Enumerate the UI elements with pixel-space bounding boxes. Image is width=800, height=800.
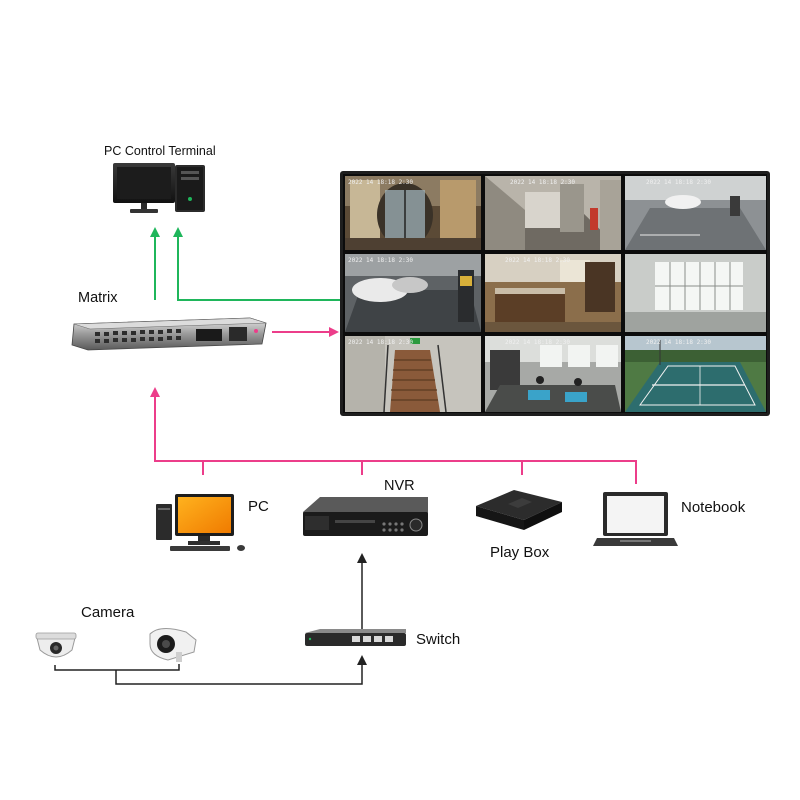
camera-feed-gym: 2022 14 18:18 2:30	[485, 336, 621, 412]
nvr-recorder-icon	[303, 497, 428, 536]
matrix: Matrix	[71, 290, 267, 351]
connection-lines	[54, 227, 637, 685]
desktop-pc-icon	[156, 494, 245, 551]
dome-camera-icon	[35, 632, 77, 658]
timestamp: 2022 14 18:18 2:30	[505, 257, 570, 264]
network-switch: Switch	[305, 629, 460, 648]
camera-feed-parking-kiosk: 2022 14 18:18 2:30	[345, 254, 481, 332]
camera-label: Camera	[81, 604, 135, 621]
pc-control-terminal-label: PC Control Terminal	[104, 144, 216, 158]
play-box-label: Play Box	[490, 544, 550, 561]
camera-feed-parking: 2022 14 18:18 2:30	[625, 176, 766, 250]
camera-feed-stairwell: 2022 14 18:18 2:30	[345, 336, 481, 413]
pc: PC	[156, 494, 269, 551]
pc-label: PC	[248, 498, 269, 515]
matrix-switcher-icon	[71, 317, 267, 351]
notebook: Notebook	[593, 492, 746, 546]
timestamp: 2022 14 18:18 2:30	[505, 339, 570, 346]
timestamp: 2022 14 18:18 2:30	[348, 339, 413, 346]
nvr: NVR	[303, 478, 428, 536]
bullet-camera-icon	[149, 628, 197, 662]
pc-control-terminal: PC Control Terminal	[104, 144, 216, 213]
switch-icon	[305, 629, 406, 646]
matrix-label: Matrix	[78, 290, 118, 306]
video-wall-to-control-link	[173, 227, 340, 301]
timestamp: 2022 14 18:18 2:30	[646, 179, 711, 186]
camera-feed-corridor: 2022 14 18:18 2:30	[485, 176, 621, 250]
play-box: Play Box	[476, 490, 562, 561]
monitor-icon	[113, 163, 175, 213]
cameras: Camera	[35, 604, 197, 662]
cameras-to-switch-link	[115, 655, 367, 685]
camera-feed-kitchen: 2022 14 18:18 2:30	[485, 254, 621, 332]
timestamp: 2022 14 18:18 2:30	[510, 179, 575, 186]
camera-feed-room-windows	[625, 254, 766, 332]
set-top-box-icon	[476, 490, 562, 530]
switch-label: Switch	[416, 631, 460, 648]
timestamp: 2022 14 18:18 2:30	[646, 339, 711, 346]
tower-icon	[175, 165, 205, 212]
camera-feed-tennis-court: 2022 14 18:18 2:30	[625, 336, 766, 412]
nvr-label: NVR	[384, 478, 415, 494]
timestamp: 2022 14 18:18 2:30	[348, 179, 413, 186]
camera-feed-lobby: 2022 14 18:18 2:30	[345, 176, 481, 250]
laptop-icon	[593, 492, 678, 546]
camera-1-link	[54, 664, 180, 671]
notebook-label: Notebook	[681, 499, 746, 516]
timestamp: 2022 14 18:18 2:30	[348, 257, 413, 264]
video-wall: 2022 14 18:18 2:30 2022 14 18:18 2:30 20…	[340, 171, 770, 416]
